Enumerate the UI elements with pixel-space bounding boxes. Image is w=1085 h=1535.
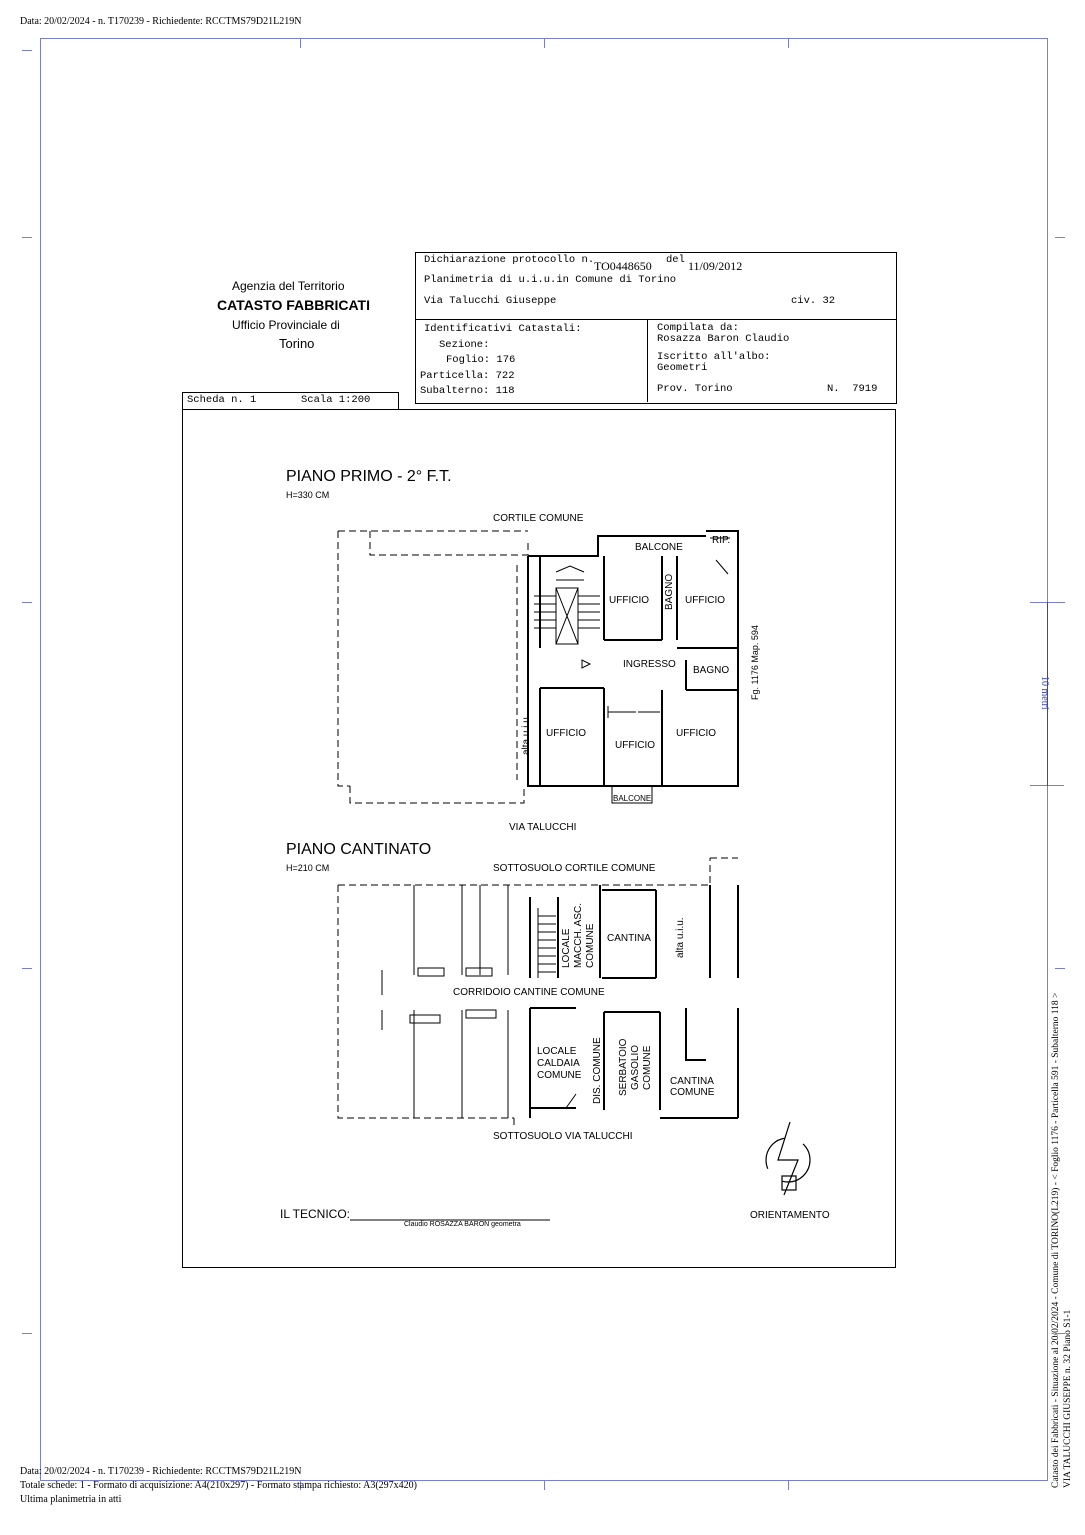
piano-cantinato-title: PIANO CANTINATO	[286, 841, 432, 858]
footer-line-3: Ultima planimetria in atti	[20, 1494, 122, 1505]
label-ufficio-3: UFFICIO	[546, 728, 586, 739]
sezione: Sezione:	[439, 339, 490, 351]
label-ufficio-5: UFFICIO	[676, 728, 716, 739]
albo-value: Geometri	[657, 362, 708, 374]
planimetria-line: Planimetria di u.i.u.in Comune di Torino	[424, 274, 677, 286]
footer-line-2: Totale schede: 1 - Formato di acquisizio…	[20, 1480, 417, 1491]
label-cantina-comune-1: CANTINA	[670, 1076, 714, 1087]
label-caldaia-3: COMUNE	[537, 1070, 582, 1081]
label-bagno-2: BAGNO	[693, 665, 730, 676]
frame-tick	[788, 1480, 789, 1490]
basement-partitions	[381, 885, 577, 1118]
orientamento-label: ORIENTAMENTO	[750, 1210, 830, 1221]
agency-name: Agenzia del Territorio	[232, 279, 345, 293]
frame-tick	[22, 968, 32, 969]
bottom-balcony	[611, 785, 653, 804]
label-cantina-comune-2: COMUNE	[670, 1087, 715, 1098]
label-locale-macch-1: LOCALE	[561, 928, 572, 968]
label-sottosuolo-via: SOTTOSUOLO VIA TALUCCHI	[493, 1131, 633, 1142]
scheda-scala: Scala 1:200	[301, 394, 371, 406]
piano-primo-title: PIANO PRIMO - 2° F.T.	[286, 468, 452, 485]
foglio: Foglio: 176	[446, 354, 516, 366]
subalterno: Subalterno: 118	[420, 385, 515, 397]
footer-line-1: Data: 20/02/2024 - n. T170239 - Richiede…	[20, 1466, 302, 1477]
iscritto-label: Iscritto all'albo:	[657, 351, 771, 363]
frame-tick	[300, 38, 301, 48]
label-locale-macch-3: COMUNE	[585, 923, 596, 968]
frame-tick	[1055, 1333, 1065, 1334]
label-cortile: CORTILE COMUNE	[493, 513, 584, 524]
protocol-number: TO0448650	[594, 259, 652, 273]
compass	[765, 1121, 811, 1196]
compilata-name: Rosazza Baron Claudio	[657, 333, 790, 345]
scale-bar	[1047, 602, 1048, 786]
label-dis-comune: DIS. COMUNE	[592, 1037, 603, 1104]
albo-number: N. 7919	[827, 383, 878, 395]
label-rip: RIP.	[712, 535, 731, 546]
basement-walls	[529, 885, 739, 1119]
label-via-talucchi: VIA TALUCCHI	[509, 822, 577, 833]
label-balcone-top: BALCONE	[635, 542, 683, 553]
label-ufficio-1: UFFICIO	[609, 595, 649, 606]
side-text-1: Catasto dei Fabbricati - Situazione al 2…	[1051, 992, 1061, 1488]
particella: Particella: 722	[420, 370, 515, 382]
frame-tick	[544, 38, 545, 48]
protocol-date: 11/09/2012	[688, 259, 743, 273]
civic-number: civ. 32	[791, 295, 836, 307]
table-divider	[415, 319, 896, 320]
label-serbatoio-1: SERBATOIO	[618, 1038, 629, 1096]
tecnico-name: Claudio ROSAZZA BARON geometra	[404, 1221, 521, 1228]
frame-tick	[22, 602, 32, 603]
agency-office: Ufficio Provinciale di	[232, 318, 340, 332]
first-floor-stairs	[534, 565, 600, 645]
piano-cantinato-height: H=210 CM	[286, 863, 330, 873]
adjacent-outline	[337, 530, 529, 804]
compilata-label: Compilata da:	[657, 322, 739, 334]
identificativi-title: Identificativi Catastali:	[424, 323, 582, 335]
frame-left	[40, 38, 41, 1481]
label-locale-macch-2: MACCH. ASC.	[573, 902, 584, 968]
prov-value: Prov. Torino	[657, 383, 733, 395]
label-alta-uiu-2: alta u.i.u.	[675, 917, 686, 958]
frame-tick	[22, 1333, 32, 1334]
frame-tick	[22, 50, 32, 51]
frame-tick	[22, 237, 32, 238]
frame-tick	[788, 38, 789, 48]
frame-tick	[1055, 968, 1065, 969]
header-request-line: Data: 20/02/2024 - n. T170239 - Richiede…	[20, 16, 302, 27]
table-divider	[647, 319, 648, 402]
label-sottosuolo-cortile: SOTTOSUOLO CORTILE COMUNE	[493, 863, 656, 874]
label-serbatoio-3: COMUNE	[642, 1045, 653, 1090]
label-caldaia-2: CALDAIA	[537, 1058, 580, 1069]
label-caldaia-1: LOCALE	[537, 1046, 577, 1057]
side-text-2: VIA TALUCCHI GIUSEPPE n. 32 Piano S1-1	[1063, 1309, 1073, 1488]
label-cantina: CANTINA	[607, 933, 651, 944]
tecnico-label: IL TECNICO:	[280, 1207, 351, 1221]
label-balcone-bottom: BALCONE	[613, 794, 652, 803]
agency-city: Torino	[279, 336, 315, 351]
declaration-label: Dichiarazione protocollo n.	[424, 254, 595, 266]
label-ufficio-2: UFFICIO	[685, 595, 725, 606]
label-fg-map: Fg. 1176 Map. 594	[750, 625, 760, 700]
frame-tick	[300, 1480, 301, 1490]
first-floor-doors	[581, 537, 730, 718]
agency-catasto: CATASTO FABBRICATI	[217, 297, 370, 313]
frame-tick	[1055, 237, 1065, 238]
label-corridoio: CORRIDOIO CANTINE COMUNE	[453, 987, 605, 998]
address-line: Via Talucchi Giuseppe	[424, 295, 557, 307]
del-label: del	[666, 254, 685, 266]
label-serbatoio-2: GASOLIO	[630, 1044, 641, 1090]
drawing-area	[182, 409, 896, 1268]
declaration-table	[415, 252, 897, 404]
label-ingresso: INGRESSO	[623, 659, 676, 670]
scheda-number: Scheda n. 1	[187, 394, 257, 406]
label-ufficio-4: UFFICIO	[615, 740, 655, 751]
piano-primo-height: H=330 CM	[286, 490, 330, 500]
label-alta-uiu-1: alta u.i.u.	[521, 714, 532, 755]
first-floor-walls	[527, 530, 739, 787]
frame-tick	[544, 1480, 545, 1490]
label-bagno-vertical: BAGNO	[664, 573, 675, 610]
